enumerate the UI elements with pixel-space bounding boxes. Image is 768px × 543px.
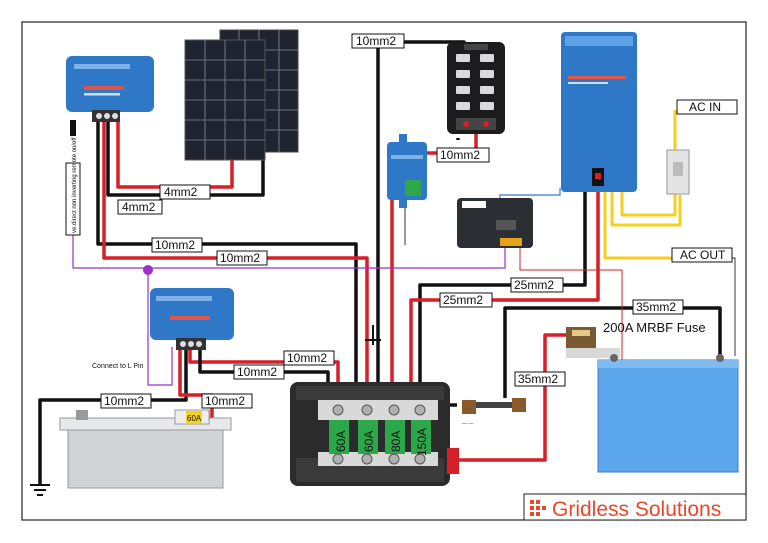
fuse-block-icon xyxy=(447,42,505,134)
ve-bus-wire xyxy=(499,188,561,200)
battery-protect-icon xyxy=(387,134,427,208)
inverter-negative-wire xyxy=(418,192,587,415)
label-fuseblock-10mm-bottom: 10mm2 xyxy=(436,147,490,163)
label-mppt-10mm-b: 10mm2 xyxy=(151,237,203,253)
ground-icon xyxy=(30,484,50,496)
label-ac-out-text: AC OUT xyxy=(680,248,726,262)
label-sp-4mm-b: 4mm2 xyxy=(117,199,163,215)
ac-breaker-icon xyxy=(666,149,690,195)
lithium-battery-icon xyxy=(597,354,739,473)
label-starter-10mm-r: 10mm2 xyxy=(201,393,253,409)
battery-negative-wire xyxy=(503,306,722,405)
label-fuseblock-10mm-top-text: 10mm2 xyxy=(356,34,396,48)
starter-battery-icon xyxy=(59,410,232,489)
mrbf-fuse-icon xyxy=(566,327,620,358)
label-ac-in: AC IN xyxy=(676,99,738,115)
inverter-charger-icon xyxy=(561,32,637,192)
shunt-icon: — — xyxy=(457,398,526,428)
mppt-negative-wire xyxy=(96,122,358,415)
battery-monitor-icon xyxy=(457,198,533,248)
label-sp-4mm-b-text: 4mm2 xyxy=(122,200,156,214)
label-dcdc-10mm-b-text: 10mm2 xyxy=(237,365,277,379)
lynx-fuse-1: 60A xyxy=(334,431,348,452)
inline-fuse-icon: 60A xyxy=(174,409,210,425)
label-fuseblock-10mm-bottom-text: 10mm2 xyxy=(440,148,480,162)
mppt-controller-icon xyxy=(66,56,154,136)
label-starter-10mm-b-text: 10mm2 xyxy=(104,394,144,408)
label-battery-35mm: 35mm2 xyxy=(632,299,684,315)
label-starter-10mm-b: 10mm2 xyxy=(100,393,152,409)
ac-out-feed-wire xyxy=(603,192,700,260)
mrbf-fuse-label: 200A MRBF Fuse xyxy=(603,320,706,335)
label-sp-4mm-a: 4mm2 xyxy=(159,184,211,200)
lynx-fuse-2: 60A xyxy=(362,431,376,452)
label-inverter-25mm: 25mm2 xyxy=(510,277,564,293)
inline-fuse-label: 60A xyxy=(187,414,202,423)
remote-cable-wire xyxy=(72,235,506,269)
remote-cable-label: ve.direct non inverting remote on/off ca… xyxy=(65,121,81,236)
solar-panel-icon xyxy=(184,29,299,161)
fuseblock-positive-wire xyxy=(390,130,478,392)
lynx-fuse-3: 80A xyxy=(389,431,403,452)
label-sp-4mm-a-text: 4mm2 xyxy=(164,185,198,199)
brand-box: Gridless Solutions xyxy=(523,493,747,521)
dcdc-positive-out-wire xyxy=(188,347,340,392)
l-pin-wire xyxy=(147,270,173,386)
inverter-positive-wire xyxy=(409,192,600,392)
label-fuseblock-10mm-top: 10mm2 xyxy=(351,33,405,49)
connect-l-pin-label: Connect to L Pin xyxy=(92,363,144,370)
remote-junction-dot xyxy=(143,265,153,275)
brand-name: Gridless Solutions xyxy=(552,498,721,521)
label-mppt-10mm-r-text: 10mm2 xyxy=(220,251,260,265)
monitor-sense-wire xyxy=(519,245,623,375)
label-dcdc-10mm-b: 10mm2 xyxy=(233,364,285,380)
label-mppt-10mm-b-text: 10mm2 xyxy=(155,238,195,252)
label-dcdc-10mm-r: 10mm2 xyxy=(283,350,335,366)
label-dcdc-10mm-r-text: 10mm2 xyxy=(287,351,327,365)
ac-out-wire xyxy=(610,192,682,227)
label-starter-10mm-r-text: 10mm2 xyxy=(205,394,245,408)
label-mppt-10mm-r: 10mm2 xyxy=(216,250,268,266)
label-fuse-35mm-text: 35mm2 xyxy=(518,372,558,386)
remote-cable-text: ve.direct non inverting remote on/off ca… xyxy=(72,121,78,233)
lynx-end-cap-icon xyxy=(447,448,459,474)
label-ac-in-text: AC IN xyxy=(689,100,721,114)
label-battery-35mm-text: 35mm2 xyxy=(636,300,676,314)
label-ac-out: AC OUT xyxy=(671,247,733,263)
diagram-frame xyxy=(21,21,747,521)
label-shunt-25mm-text: 25mm2 xyxy=(443,293,483,307)
brand-logo-icon xyxy=(530,500,546,516)
label-shunt-25mm: 25mm2 xyxy=(439,292,493,308)
lynx-fuse-4: 150A xyxy=(415,428,429,456)
label-inverter-25mm-text: 25mm2 xyxy=(514,278,554,292)
lynx-distributor-icon: 60A 60A 80A 150A xyxy=(290,382,450,486)
dcdc-charger-icon xyxy=(150,288,234,350)
svg-text:— —: — — xyxy=(462,421,473,427)
label-fuse-35mm: 35mm2 xyxy=(514,371,566,387)
